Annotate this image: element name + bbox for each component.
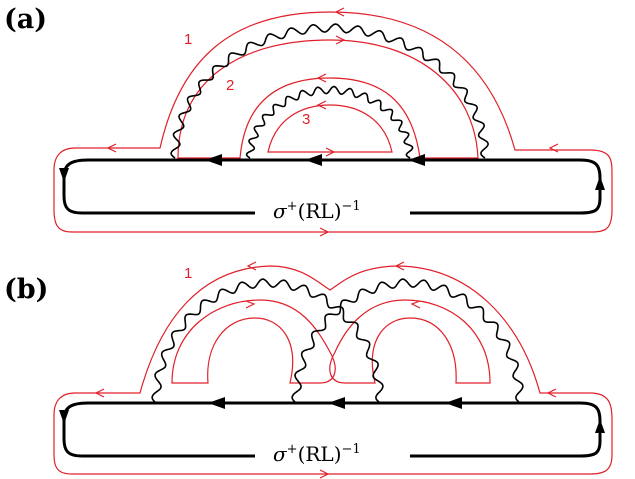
loop-3-path bbox=[267, 104, 393, 153]
propagator-arrows-a bbox=[59, 154, 605, 190]
formula-a: σ+(RL)−1 bbox=[273, 199, 361, 223]
loop-arrows-b bbox=[94, 261, 557, 479]
formula-b-sup2: −1 bbox=[342, 442, 361, 457]
formula-a-base: σ bbox=[273, 199, 288, 223]
photon-line-outer bbox=[170, 23, 489, 159]
formula-b-base: σ bbox=[273, 442, 288, 466]
panel-b: (b) 1 σ+(RL)−1 bbox=[4, 261, 613, 479]
panel-a: (a) 1 bbox=[4, 4, 613, 237]
loop-label-1-a: 1 bbox=[184, 31, 192, 48]
photon-line-left-b bbox=[151, 278, 384, 404]
loop-2-path bbox=[177, 39, 479, 159]
loop-label-1-b: 1 bbox=[184, 265, 192, 282]
loop-label-3-a: 3 bbox=[302, 111, 310, 128]
panel-label-b: (b) bbox=[4, 274, 48, 305]
propagator-arrows-b bbox=[59, 397, 605, 433]
panel-label-a: (a) bbox=[4, 4, 47, 35]
photon-line-inner bbox=[245, 85, 414, 159]
formula-b-sup: + bbox=[287, 442, 298, 457]
photon-line-right-b bbox=[291, 278, 524, 404]
loop-label-2-a: 2 bbox=[226, 77, 234, 94]
formula-b: σ+(RL)−1 bbox=[273, 442, 361, 466]
loop-arrows-a bbox=[106, 7, 559, 237]
loop-left-inner-b bbox=[171, 299, 336, 384]
formula-b-mid: (RL) bbox=[298, 442, 342, 466]
formula-a-sup: + bbox=[287, 199, 298, 214]
formula-a-sup2: −1 bbox=[342, 199, 361, 214]
loop-right-inner-b bbox=[329, 299, 491, 384]
loop-outer-path-b bbox=[53, 265, 613, 475]
loop-1-outer-path bbox=[53, 11, 613, 233]
formula-a-mid: (RL) bbox=[298, 199, 342, 223]
